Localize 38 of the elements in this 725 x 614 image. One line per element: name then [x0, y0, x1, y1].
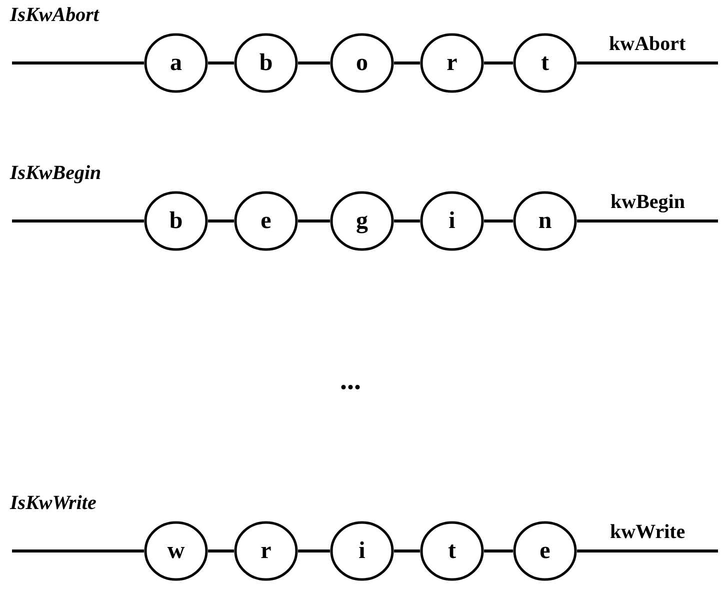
- letter-circle: e: [513, 521, 577, 581]
- letter-circle: b: [234, 33, 298, 93]
- letter-circle: r: [420, 33, 484, 93]
- connector-line: [208, 62, 234, 64]
- letter-circle: t: [513, 33, 577, 93]
- rule-name-label: IsKwWrite: [10, 492, 96, 514]
- connector-line: [394, 220, 420, 222]
- letter-circle: o: [330, 33, 394, 93]
- letter-circle: g: [330, 191, 394, 251]
- connector-line: [12, 62, 144, 64]
- connector-line: [577, 220, 718, 222]
- connector-line: [484, 550, 513, 552]
- ellipsis-text: ...: [340, 366, 361, 397]
- connector-line: [484, 62, 513, 64]
- letter-circle: i: [420, 191, 484, 251]
- letter-circle: e: [234, 191, 298, 251]
- letter-circle: w: [144, 521, 208, 581]
- connector-line: [298, 220, 330, 222]
- edge-label: kwBegin: [608, 191, 687, 213]
- connector-line: [394, 62, 420, 64]
- connector-line: [394, 550, 420, 552]
- connector-line: [12, 550, 144, 552]
- rule-name-label: IsKwBegin: [10, 162, 102, 184]
- letter-circle: a: [144, 33, 208, 93]
- connector-line: [577, 550, 718, 552]
- connector-line: [577, 62, 718, 64]
- connector-line: [298, 62, 330, 64]
- connector-line: [208, 550, 234, 552]
- letter-circle: n: [513, 191, 577, 251]
- connector-line: [484, 220, 513, 222]
- letter-circle: i: [330, 521, 394, 581]
- letter-circle: t: [420, 521, 484, 581]
- letter-circle: r: [234, 521, 298, 581]
- connector-line: [12, 220, 144, 222]
- letter-circle: b: [144, 191, 208, 251]
- connector-line: [298, 550, 330, 552]
- connector-line: [208, 220, 234, 222]
- rule-name-label: IsKwAbort: [10, 4, 99, 26]
